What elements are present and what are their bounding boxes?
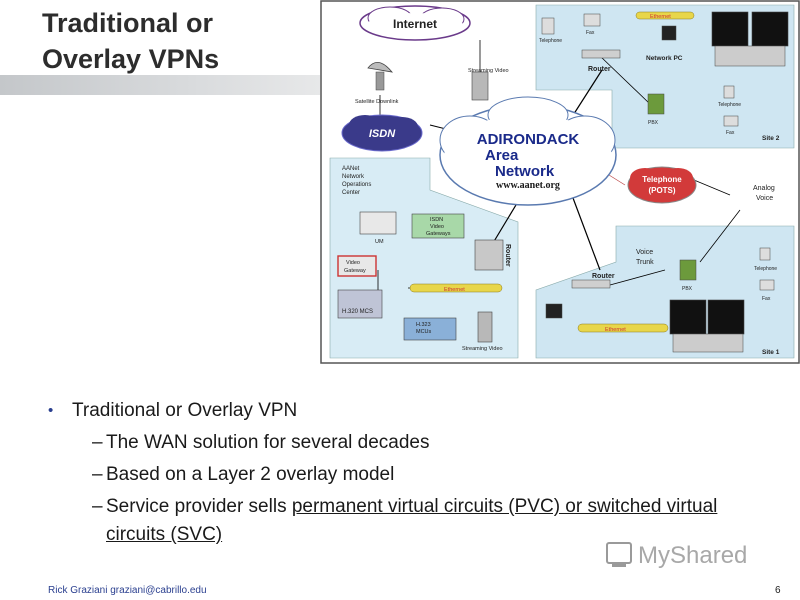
video-cabinet-icon (714, 45, 786, 67)
adirondack-cloud: ADIRONDACK Area Network www.aanet.org (439, 96, 617, 206)
h323-mcu-icon (403, 317, 457, 341)
svg-text:Streaming Video: Streaming Video (468, 68, 509, 74)
svg-text:Network PC: Network PC (646, 55, 683, 62)
router-icon (581, 49, 621, 59)
svg-text:Gateways: Gateways (426, 231, 451, 237)
svg-text:Area: Area (485, 147, 519, 164)
footer-author: Rick Graziani graziani@cabrillo.edu (48, 585, 207, 596)
svg-text:Streaming Video: Streaming Video (462, 346, 503, 352)
telephone-icon (723, 85, 735, 99)
video-cabinet-icon (672, 333, 744, 353)
svg-text:Site 1: Site 1 (762, 349, 780, 356)
svg-text:Center: Center (342, 190, 360, 196)
video-gateway-icon (337, 255, 377, 277)
svg-text:Voice: Voice (636, 249, 653, 256)
slide-title: Traditional or Overlay VPNs (42, 8, 220, 74)
svg-text:ISDN: ISDN (430, 217, 443, 223)
video-monitor-icon (751, 11, 789, 47)
svg-text:ISDN: ISDN (369, 128, 396, 140)
video-monitor-icon (669, 299, 707, 335)
dash-icon: – (92, 464, 103, 485)
svg-text:Ethernet: Ethernet (605, 327, 626, 333)
svg-text:Telephone: Telephone (718, 102, 741, 108)
ethernet-bus (409, 283, 503, 293)
svg-text:PBX: PBX (648, 120, 659, 126)
bullet-text: Traditional or Overlay VPN (72, 400, 298, 421)
server-icon (471, 71, 489, 101)
logo-icon (606, 542, 632, 564)
svg-text:Trunk: Trunk (636, 259, 654, 266)
video-monitor-icon (707, 299, 745, 335)
ethernet-bus (635, 11, 695, 20)
svg-text:Video: Video (346, 260, 360, 266)
svg-text:ADIRONDACK: ADIRONDACK (477, 131, 580, 148)
svg-text:Internet: Internet (393, 17, 437, 31)
svg-text:Analog: Analog (753, 185, 775, 192)
sub-bullet-text: Service provider sells permanent virtual… (106, 496, 718, 545)
fax-icon (759, 279, 775, 291)
pvc-svc-link: permanent virtual circuits (PVC) or swit… (106, 496, 718, 545)
svg-text:Ethernet: Ethernet (444, 287, 465, 293)
svg-text:Ethernet: Ethernet (650, 14, 671, 20)
pbx-icon (679, 259, 697, 281)
telephone-icon (541, 17, 555, 35)
router-icon (474, 239, 504, 271)
svg-text:H.323: H.323 (416, 322, 431, 328)
svg-text:Site 2: Site 2 (762, 135, 780, 142)
video-monitor-icon (711, 11, 749, 47)
svg-text:PBX: PBX (682, 286, 693, 292)
svg-text:Network: Network (495, 163, 555, 180)
svg-text:H.320 MCS: H.320 MCS (342, 309, 373, 315)
svg-text:Router: Router (504, 244, 511, 267)
pc-icon (545, 303, 563, 319)
svg-text:Video: Video (430, 224, 444, 230)
isdn-gateway-icon (411, 213, 465, 239)
server-icon (477, 311, 493, 343)
title-underline-bar (0, 75, 320, 95)
fax-icon (583, 13, 601, 27)
svg-text:Gateway: Gateway (344, 268, 366, 274)
svg-text:(POTS): (POTS) (648, 186, 675, 195)
sub-bullet-text: Based on a Layer 2 overlay model (106, 464, 395, 485)
svg-text:Telephone: Telephone (539, 38, 562, 44)
dash-icon: – (92, 432, 103, 453)
telephone-cloud: Telephone (POTS) (627, 166, 697, 204)
svg-text:Fax: Fax (586, 30, 595, 36)
svg-text:MyShared: MyShared (638, 542, 747, 569)
page-number: 6 (775, 585, 781, 596)
pbx-icon (647, 93, 665, 115)
telephone-icon (759, 247, 771, 261)
svg-text:UM: UM (375, 239, 384, 245)
svg-text:Telephone: Telephone (754, 266, 777, 272)
svg-text:Operations: Operations (342, 182, 371, 188)
svg-text:Satellite Downlink: Satellite Downlink (355, 99, 399, 105)
dash-icon: – (92, 496, 103, 517)
um-rack-icon (359, 211, 397, 235)
svg-text:Telephone: Telephone (642, 175, 682, 184)
svg-text:Fax: Fax (762, 296, 771, 302)
h320-mcs-icon (337, 289, 383, 319)
router-icon (571, 279, 611, 289)
fax-icon (723, 115, 739, 127)
svg-text:Router: Router (592, 273, 615, 280)
svg-text:Fax: Fax (726, 130, 735, 136)
svg-text:MCUs: MCUs (416, 329, 432, 335)
isdn-cloud: ISDN (341, 114, 423, 152)
svg-text:AANet: AANet (342, 166, 360, 172)
network-pc-icon (661, 25, 677, 41)
ethernet-bus (577, 323, 669, 333)
satellite-dish-icon (367, 62, 393, 91)
svg-text:Network: Network (342, 174, 365, 180)
myshared-logo: MyShared (606, 542, 747, 569)
svg-text:www.aanet.org: www.aanet.org (496, 180, 560, 191)
svg-text:Router: Router (588, 66, 611, 73)
sub-bullet-text: The WAN solution for several decades (106, 432, 430, 453)
internet-cloud: Internet (359, 5, 471, 41)
bullet-dot-icon: • (48, 402, 54, 419)
svg-text:Voice: Voice (756, 195, 773, 202)
network-diagram: Internet Satellite Downlink Streaming Vi… (320, 0, 800, 364)
